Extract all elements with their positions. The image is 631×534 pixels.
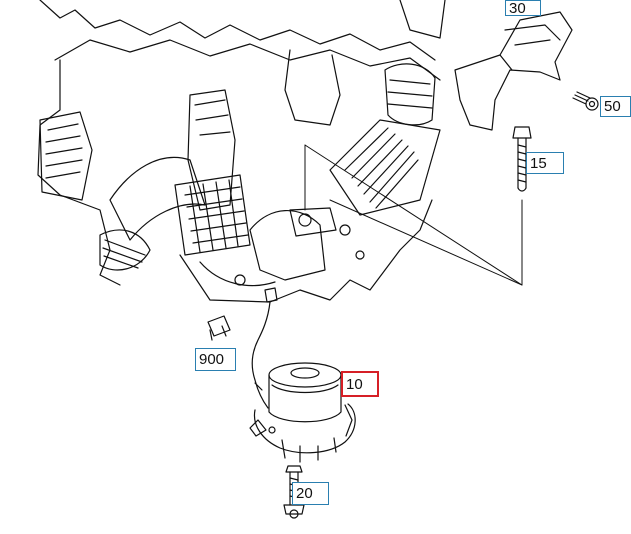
callout-50[interactable]: 50: [600, 96, 631, 117]
callout-900[interactable]: 900: [195, 348, 236, 371]
callout-10-selected[interactable]: 10: [341, 371, 379, 397]
engine-assembly-art: [37, 0, 446, 303]
leader-lines: [304, 144, 523, 286]
callout-20[interactable]: 20: [292, 482, 329, 505]
heat-shield-art: [454, 11, 573, 131]
engine-mount-art: [249, 362, 356, 463]
callout-15[interactable]: 15: [526, 152, 564, 174]
screw-50-art: [572, 91, 599, 111]
sensor-wire-art: [207, 287, 278, 409]
callout-30[interactable]: 30: [505, 0, 541, 16]
